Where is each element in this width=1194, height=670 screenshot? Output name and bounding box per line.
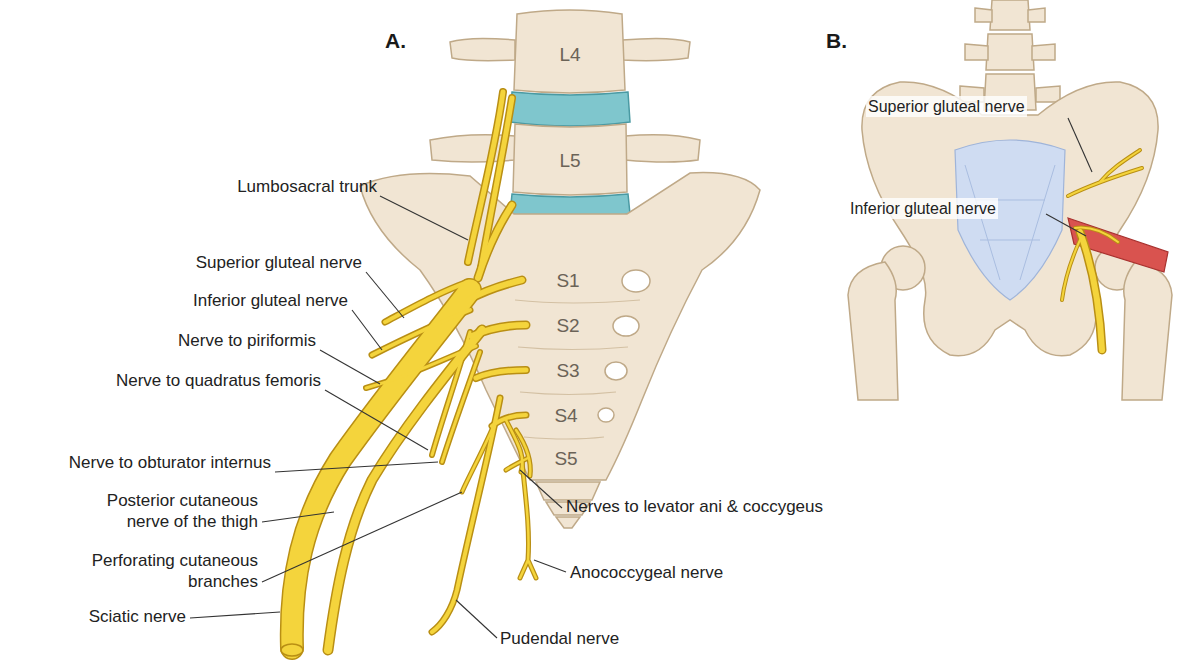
nerve-label: Inferior gluteal nerve [193,290,348,311]
vertebra-name: S3 [556,360,579,381]
vertebra-name: L5 [559,150,580,171]
vertebra-name: S4 [554,405,577,426]
vertebra-name: L4 [559,44,580,65]
nerve-label: Lumbosacral trunk [237,176,377,197]
nerve-label: Superior gluteal nerve [866,96,1027,117]
nerve-label: Nerves to levator ani & coccygeus [566,496,823,517]
panel-letter: A. [385,30,406,51]
nerve-label: Superior gluteal nerve [196,252,362,273]
nerve-label: Nerve to quadratus femoris [116,370,321,391]
nerve-label: Nerve to piriformis [178,330,316,351]
nerve-label: Nerve to obturator internus [69,452,271,473]
nerve-label: Perforating cutaneous branches [58,550,258,592]
vertebra-name: S5 [554,448,577,469]
nerve-label: Posterior cutaneous nerve of the thigh [78,490,258,532]
panel-letter: B. [826,30,847,51]
vertebra-name: S2 [556,315,579,336]
nerve-label: Sciatic nerve [89,606,186,627]
vertebra-name: S1 [556,270,579,291]
nerve-label: Inferior gluteal nerve [848,198,998,219]
nerve-label: Anococcygeal nerve [570,562,723,583]
nerve-label: Pudendal nerve [500,628,619,649]
